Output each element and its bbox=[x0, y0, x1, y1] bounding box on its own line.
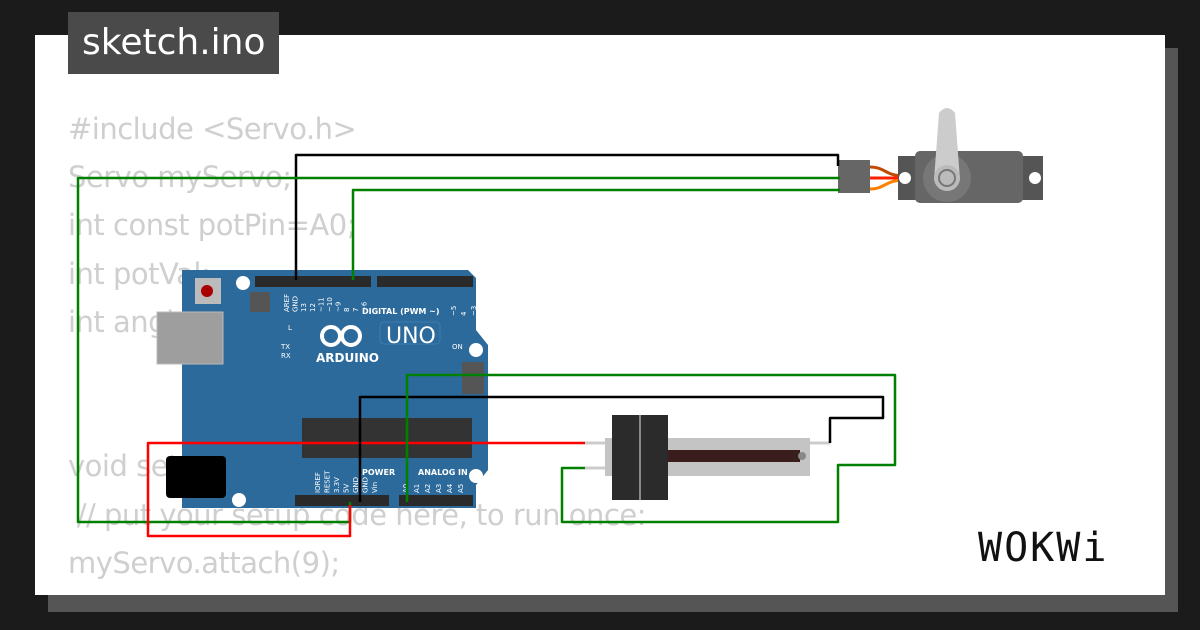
pin-label: RESET bbox=[324, 470, 332, 493]
pin-label: ~11 bbox=[317, 297, 325, 312]
analog-label: ANALOG IN bbox=[418, 468, 468, 477]
pin-label: 3.3V bbox=[333, 477, 341, 493]
pin-label: A1 bbox=[413, 484, 421, 493]
file-title: sketch.ino bbox=[68, 12, 280, 74]
pin-label: GND bbox=[352, 477, 360, 493]
pin-label: GND bbox=[362, 477, 370, 493]
led-label-l: L bbox=[288, 324, 292, 332]
led-label-rx: RX bbox=[281, 352, 291, 360]
wire-black-gnd-pot[interactable] bbox=[358, 395, 885, 502]
digital-label: DIGITAL (PWM ~) bbox=[362, 307, 440, 316]
pin-label: 7 bbox=[352, 308, 360, 312]
code-line: Serial.begin(9600); bbox=[68, 587, 646, 595]
servo-connector bbox=[838, 160, 870, 193]
pin-label: Vin bbox=[371, 482, 379, 493]
code-line: myServo.attach(9); bbox=[68, 545, 340, 580]
code-line: #include <Servo.h> bbox=[68, 112, 357, 146]
pin-label: 12 bbox=[309, 303, 317, 312]
pin-label: ~9 bbox=[335, 302, 343, 312]
pin-label: ~3 bbox=[470, 306, 478, 316]
usb-port bbox=[156, 311, 224, 365]
power-header bbox=[295, 495, 389, 506]
pin-label: A5 bbox=[457, 484, 465, 493]
power-label: POWER bbox=[362, 468, 395, 477]
reset-button-cap bbox=[201, 285, 213, 297]
pin-label: A4 bbox=[446, 483, 454, 493]
pin-label: 5V bbox=[343, 484, 351, 493]
brand-label: ARDUINO bbox=[316, 351, 379, 365]
pin-label: AREF bbox=[283, 294, 291, 312]
digital-header-1 bbox=[255, 276, 371, 287]
wire-black-gnd-servo[interactable] bbox=[294, 153, 840, 280]
pin-label: 4 bbox=[460, 311, 468, 316]
pin-label: GND bbox=[292, 296, 300, 312]
slide-potentiometer[interactable] bbox=[585, 415, 830, 500]
servo-motor[interactable] bbox=[838, 108, 1043, 203]
pin-label: IOREF bbox=[314, 472, 322, 493]
pin-label: A2 bbox=[424, 484, 432, 493]
wire-green-pin9-servo[interactable] bbox=[351, 188, 840, 280]
analog-header bbox=[399, 495, 473, 506]
power-jack bbox=[166, 456, 226, 498]
led-label-on: ON bbox=[452, 343, 463, 351]
atmega-chip bbox=[302, 418, 472, 458]
model-label: UNO bbox=[386, 324, 436, 349]
arduino-uno-board[interactable]: DIGITAL (PWM ~) POWER ANALOG IN ARDUINO … bbox=[156, 270, 508, 508]
pin-label: RX 0 bbox=[500, 300, 508, 316]
pin-label: 2 bbox=[480, 312, 488, 316]
servo-horn bbox=[934, 108, 960, 180]
wire-green-a0-pot[interactable] bbox=[405, 373, 897, 524]
pin-label: 13 bbox=[300, 303, 308, 312]
arduino-logo bbox=[320, 325, 362, 347]
led-label-tx: TX bbox=[280, 343, 290, 351]
pin-label: 8 bbox=[343, 308, 351, 312]
wokwi-logo: WOKWi bbox=[978, 525, 1109, 571]
wire-red-5v-pot[interactable] bbox=[146, 441, 585, 538]
pin-label: ~6 bbox=[360, 301, 368, 312]
pin-label: ~5 bbox=[450, 306, 458, 316]
pin-label: ~10 bbox=[326, 297, 334, 312]
pin-label: A3 bbox=[435, 484, 443, 493]
digital-header-2 bbox=[377, 276, 473, 287]
pin-label: TX 1 bbox=[490, 300, 498, 317]
code-line: int const potPin=A0; bbox=[68, 208, 356, 243]
